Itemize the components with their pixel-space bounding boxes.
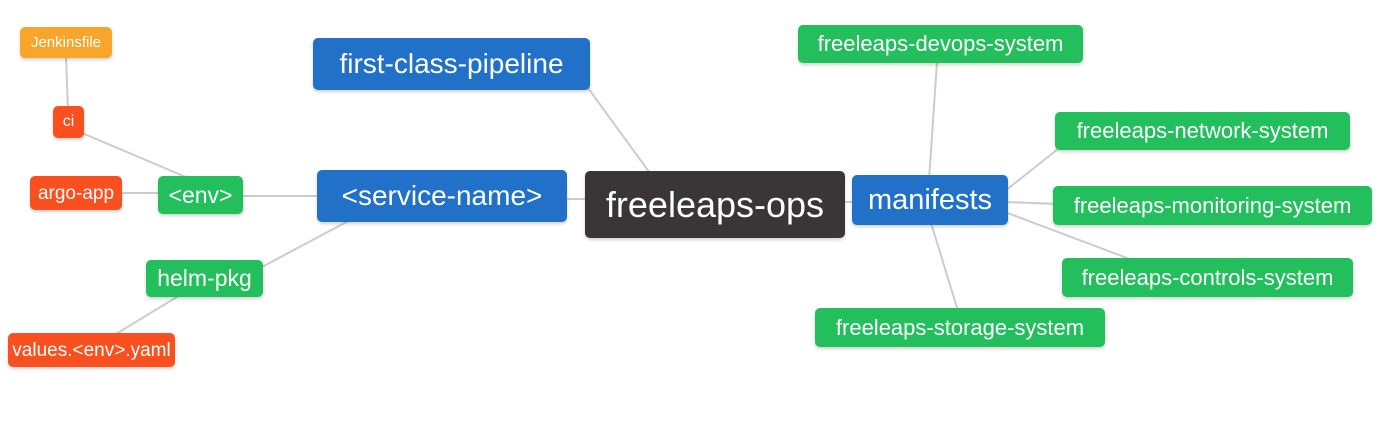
edge-ci--env — [81, 132, 201, 184]
edge-manifests--freeleaps-monitoring-system — [1004, 201, 1059, 205]
node-manifests[interactable]: manifests — [852, 175, 1008, 225]
edge-manifests--freeleaps-network-system — [1004, 144, 1064, 192]
node-ci[interactable]: ci — [53, 106, 84, 138]
node-jenkinsfile[interactable]: Jenkinsfile — [20, 27, 112, 58]
edge-manifests--freeleaps-storage-system — [930, 222, 959, 312]
edge-freeleaps-devops-system--manifests — [928, 61, 938, 181]
node-freeleaps-network-system[interactable]: freeleaps-network-system — [1055, 112, 1350, 150]
edge-first-class-pipeline--freeleaps-ops — [587, 87, 656, 181]
node-freeleaps-controls-system[interactable]: freeleaps-controls-system — [1062, 258, 1353, 297]
node-freeleaps-ops[interactable]: freeleaps-ops — [585, 171, 845, 238]
edge-values-env-yaml--helm-pkg — [115, 294, 181, 335]
node-argo-app[interactable]: argo-app — [30, 176, 122, 210]
node-freeleaps-monitoring-system[interactable]: freeleaps-monitoring-system — [1053, 186, 1372, 225]
node-service-name[interactable]: <service-name> — [317, 170, 567, 222]
node-env[interactable]: <env> — [158, 176, 243, 214]
node-helm-pkg[interactable]: helm-pkg — [146, 260, 263, 297]
edge-jenkinsfile--ci — [65, 56, 69, 111]
node-freeleaps-storage-system[interactable]: freeleaps-storage-system — [815, 308, 1105, 347]
node-first-class-pipeline[interactable]: first-class-pipeline — [313, 38, 590, 90]
edge-helm-pkg--service-name — [259, 218, 353, 269]
node-values-env-yaml[interactable]: values.<env>.yaml — [8, 333, 175, 367]
edge-manifests--freeleaps-controls-system — [1004, 211, 1136, 262]
node-freeleaps-devops-system[interactable]: freeleaps-devops-system — [798, 25, 1083, 63]
